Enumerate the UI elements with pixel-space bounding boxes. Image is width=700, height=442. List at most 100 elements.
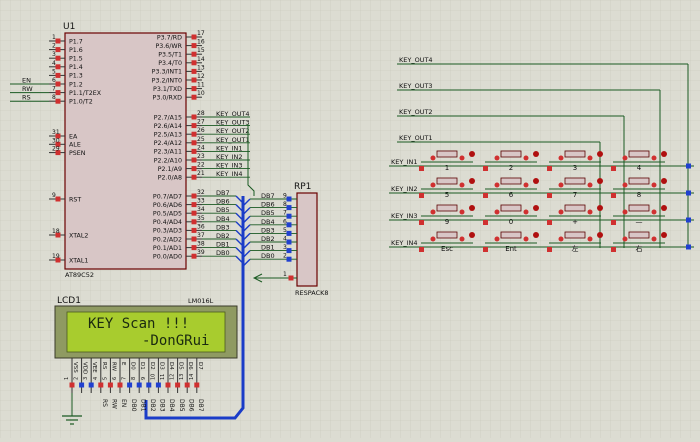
pin-marker[interactable] — [191, 86, 197, 92]
pin-marker[interactable] — [286, 256, 292, 262]
key-button-cap[interactable] — [628, 231, 650, 239]
pin-marker[interactable] — [55, 232, 61, 238]
pin-marker[interactable] — [191, 245, 197, 251]
pin-marker[interactable] — [127, 382, 133, 388]
pin-marker[interactable] — [288, 275, 294, 281]
pin-marker[interactable] — [191, 140, 197, 146]
key-button-cap[interactable] — [500, 177, 522, 185]
pin-marker[interactable] — [191, 77, 197, 83]
pin-marker[interactable] — [191, 34, 197, 40]
pin-marker[interactable] — [191, 114, 197, 120]
keypad-key[interactable]: 5 — [419, 177, 475, 199]
pin-marker[interactable] — [191, 210, 197, 216]
keypad-key[interactable]: 左 — [547, 231, 603, 253]
key-button-cap[interactable] — [500, 204, 522, 212]
pin-marker[interactable] — [55, 98, 61, 104]
pin-marker[interactable] — [165, 382, 171, 388]
pin-marker[interactable] — [191, 166, 197, 172]
pin-marker[interactable] — [55, 55, 61, 61]
pin-marker[interactable] — [107, 382, 113, 388]
key-button-cap[interactable] — [436, 150, 458, 158]
key-button-cap[interactable] — [436, 231, 458, 239]
pin-marker[interactable] — [286, 222, 292, 228]
pin-marker[interactable] — [55, 72, 61, 78]
key-button-cap[interactable] — [564, 231, 586, 239]
pin-marker[interactable] — [55, 141, 61, 147]
key-button-cap[interactable] — [436, 204, 458, 212]
key-button-cap[interactable] — [564, 204, 586, 212]
keypad-key[interactable]: 0 — [483, 204, 539, 226]
keypad-key[interactable]: Esc — [419, 231, 475, 253]
keypad-key[interactable]: 2 — [483, 150, 539, 172]
keypad-key[interactable]: 4 — [611, 150, 667, 172]
keypad-key[interactable]: 1 — [419, 150, 475, 172]
key-button-cap[interactable] — [436, 177, 458, 185]
pin-marker[interactable] — [191, 227, 197, 233]
pin-marker[interactable] — [191, 202, 197, 208]
pin-marker[interactable] — [286, 205, 292, 211]
keypad-key[interactable]: Ent — [483, 231, 539, 253]
pin-marker[interactable] — [191, 219, 197, 225]
pin-marker[interactable] — [191, 123, 197, 129]
pin-marker[interactable] — [191, 236, 197, 242]
pin-marker[interactable] — [98, 382, 104, 388]
pin-marker[interactable] — [191, 193, 197, 199]
pin-marker[interactable] — [191, 43, 197, 49]
pin-marker[interactable] — [155, 382, 161, 388]
pin-marker[interactable] — [286, 248, 292, 254]
pin-marker[interactable] — [55, 81, 61, 87]
pin-marker[interactable] — [136, 382, 142, 388]
key-button-cap[interactable] — [564, 150, 586, 158]
pin-marker[interactable] — [191, 60, 197, 66]
key-button-cap[interactable] — [628, 150, 650, 158]
keypad-key[interactable]: 8 — [611, 177, 667, 199]
pin-marker[interactable] — [191, 253, 197, 259]
pin-marker[interactable] — [55, 150, 61, 156]
pin-marker[interactable] — [191, 148, 197, 154]
pin-marker[interactable] — [69, 382, 75, 388]
pin-marker[interactable] — [55, 90, 61, 96]
lcd-lm016l[interactable]: LCD1 LM016L KEY Scan !!! -DonGRui VSS1VD… — [54, 296, 238, 412]
pin-marker[interactable] — [79, 382, 85, 388]
pin-marker[interactable] — [191, 51, 197, 57]
key-button-cap[interactable] — [628, 177, 650, 185]
pin-marker[interactable] — [191, 157, 197, 163]
key-button-cap[interactable] — [628, 204, 650, 212]
keypad-matrix[interactable]: KEY_OUT4KEY_OUT3KEY_OUT2KEY_OUT1KEY_IN1K… — [389, 56, 694, 253]
mcu-u1[interactable]: U1 AT89C52 1P1.72P1.63P1.54P1.45P1.36P1.… — [10, 22, 250, 279]
keypad-key[interactable]: + — [547, 204, 603, 226]
pin-marker[interactable] — [117, 382, 123, 388]
pin-marker[interactable] — [191, 94, 197, 100]
pin-marker[interactable] — [88, 382, 94, 388]
pin-marker[interactable] — [55, 257, 61, 263]
pin-marker[interactable] — [286, 239, 292, 245]
pin-marker[interactable] — [286, 213, 292, 219]
keypad-key[interactable]: — — [611, 204, 667, 226]
mcu-body[interactable] — [64, 32, 187, 270]
keypad-key[interactable]: 3 — [547, 150, 603, 172]
keypad-key[interactable]: 右 — [611, 231, 667, 253]
pin-marker[interactable] — [55, 196, 61, 202]
rp-body[interactable] — [296, 192, 318, 287]
key-button-cap[interactable] — [500, 231, 522, 239]
pin-marker[interactable] — [184, 382, 190, 388]
keypad-key[interactable]: 7 — [547, 177, 603, 199]
pin-marker[interactable] — [146, 382, 152, 388]
pin-marker[interactable] — [194, 382, 200, 388]
pin-marker[interactable] — [191, 174, 197, 180]
pin-marker[interactable] — [175, 382, 181, 388]
pin-marker[interactable] — [191, 68, 197, 74]
keypad-key[interactable]: 6 — [483, 177, 539, 199]
pin-marker[interactable] — [286, 230, 292, 236]
key-button-cap[interactable] — [500, 150, 522, 158]
pin-marker[interactable] — [55, 38, 61, 44]
pin-marker[interactable] — [286, 196, 292, 202]
key-button-cap[interactable] — [564, 177, 586, 185]
pin-marker[interactable] — [55, 133, 61, 139]
pin-marker[interactable] — [55, 64, 61, 70]
keypad-key[interactable]: 9 — [419, 204, 475, 226]
pin-marker[interactable] — [191, 131, 197, 137]
